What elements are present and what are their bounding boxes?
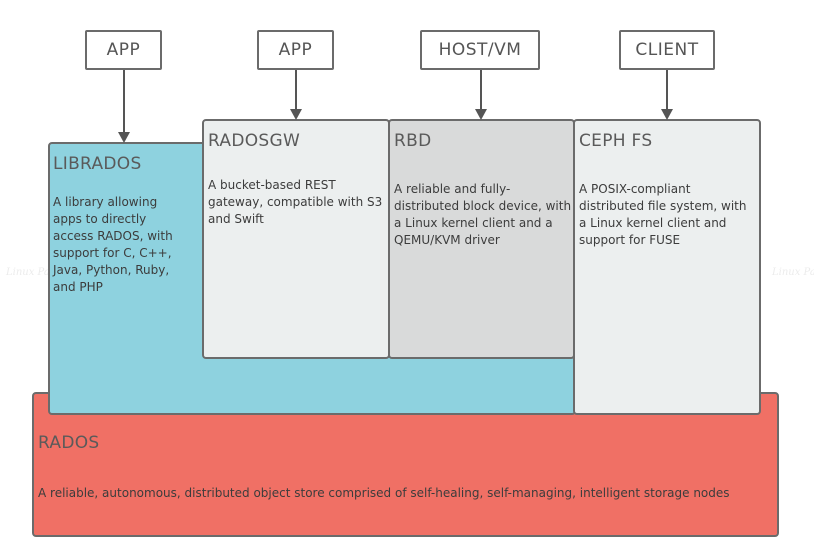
radosgw-title: RADOSGW — [208, 131, 301, 151]
arrow-down-icon — [118, 70, 130, 143]
librados-description: A library allowing apps to directly acce… — [53, 195, 173, 294]
arrow-down-icon — [290, 70, 302, 120]
radosgw-panel: RADOSGW A bucket-based REST gateway, com… — [202, 119, 390, 359]
client-box-client: CLIENT — [619, 30, 715, 70]
rados-panel: RADOS A reliable, autonomous, distribute… — [32, 392, 779, 537]
rbd-panel: RBD A reliable and fully-distributed blo… — [388, 119, 575, 359]
cephfs-description: A POSIX-compliant distributed file syste… — [579, 182, 747, 247]
watermark: Linux Packages — [6, 267, 85, 278]
rados-description: A reliable, autonomous, distributed obje… — [38, 486, 730, 500]
cephfs-panel: CEPH FS A POSIX-compliant distributed fi… — [573, 119, 761, 415]
arrow-down-icon — [661, 70, 673, 120]
watermark: Linux Packages — [772, 267, 814, 278]
rados-title: RADOS — [38, 433, 100, 453]
client-box-host-vm: HOST/VM — [420, 30, 540, 70]
rbd-description: A reliable and fully-distributed block d… — [394, 182, 572, 247]
rbd-title: RBD — [394, 131, 432, 151]
librados-title: LIBRADOS — [53, 154, 142, 174]
arrow-down-icon — [475, 70, 487, 120]
client-box-app: APP — [257, 30, 334, 70]
client-box-app: APP — [85, 30, 162, 70]
radosgw-description: A bucket-based REST gateway, compatible … — [208, 178, 383, 226]
cephfs-title: CEPH FS — [579, 131, 653, 151]
